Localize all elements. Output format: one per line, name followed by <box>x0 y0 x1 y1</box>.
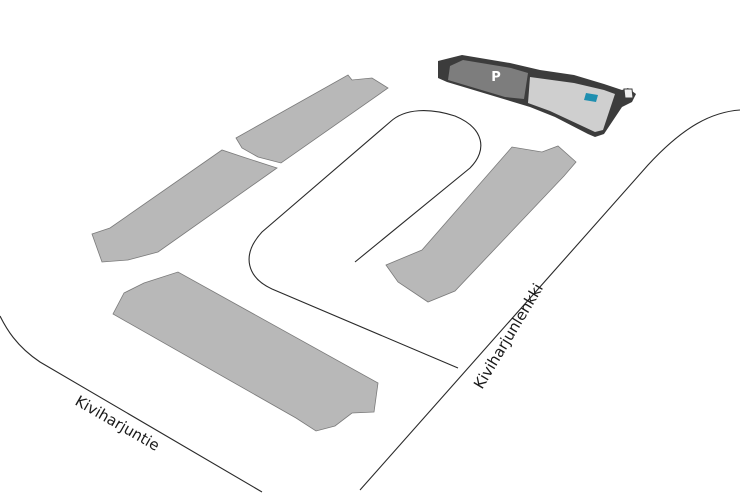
street-label-kiviharjuntie: Kiviharjuntie <box>72 392 163 455</box>
connector-wing <box>528 77 615 132</box>
buildings <box>91 74 577 432</box>
entrance-accent <box>584 93 598 102</box>
building-middle-right <box>385 145 577 303</box>
parking-deck-roof <box>448 60 528 99</box>
highlighted-parking-building: P <box>438 55 636 137</box>
building-top-left <box>235 74 389 164</box>
internal-loop-road <box>248 110 482 369</box>
building-middle-left <box>91 149 278 263</box>
building-bottom <box>112 271 379 432</box>
kiviharjuntie-road-edge <box>0 315 263 493</box>
street-label-kiviharjunlenkki: Kiviharjunlenkki <box>470 280 547 392</box>
roads <box>0 109 740 493</box>
kiviharjunlenkki-road-edge <box>359 109 740 491</box>
parking-p-label: P <box>491 70 501 85</box>
tower-stub <box>623 88 634 99</box>
